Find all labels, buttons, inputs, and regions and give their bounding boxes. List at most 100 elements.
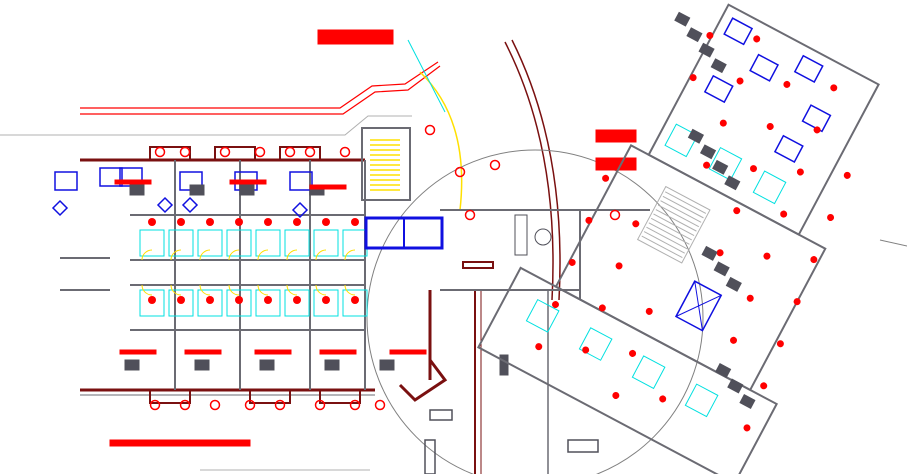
bathroom [684, 383, 719, 418]
elevator-x [675, 294, 722, 317]
equipment-block [712, 159, 729, 175]
room-tag [551, 301, 559, 309]
bathroom [342, 229, 368, 257]
equipment-block [727, 378, 744, 394]
room-tag [706, 32, 714, 40]
grid-bubble [339, 146, 351, 158]
stair-enclosure [361, 127, 411, 201]
furniture [703, 74, 734, 104]
equipment-block [687, 128, 705, 144]
bathroom [313, 229, 339, 257]
upper-block [647, 3, 880, 236]
room-tag [602, 174, 610, 182]
bathroom [226, 289, 252, 317]
room-tag [148, 296, 156, 304]
grid-bubble [149, 399, 161, 411]
bathroom [284, 229, 310, 257]
left-wing [51, 146, 427, 404]
equipment-block [724, 175, 741, 191]
room-tag [351, 296, 359, 304]
grid-bubble [349, 399, 361, 411]
room-tag [780, 210, 788, 218]
furniture [289, 171, 313, 191]
room-tag [733, 207, 741, 215]
room-tag [177, 296, 185, 304]
room-label [389, 349, 427, 355]
grid-bubble [464, 209, 476, 221]
room-tag [796, 168, 804, 176]
grid-bubble [454, 166, 466, 178]
room-tag [776, 340, 784, 348]
room-tag [730, 336, 738, 344]
room-tag [632, 220, 640, 228]
room-tag [659, 395, 667, 403]
equipment-block [701, 245, 718, 261]
bathroom [139, 289, 165, 317]
chair [291, 201, 309, 219]
grid-bubble [314, 399, 326, 411]
chair [51, 199, 69, 217]
equipment-block [699, 144, 717, 160]
bay-window [398, 359, 448, 402]
room-tag [793, 298, 801, 306]
site-lines [0, 39, 907, 474]
room-tag [736, 77, 744, 85]
room-tag [719, 119, 727, 127]
bathroom [578, 327, 613, 361]
door-swing [228, 284, 240, 296]
leader-line [407, 39, 446, 113]
bathroom [631, 355, 666, 390]
equipment-block [698, 42, 715, 58]
chair [156, 196, 174, 214]
elevator [674, 280, 723, 332]
grid-bubble [179, 146, 191, 158]
room-tag [322, 218, 330, 226]
equipment-block [725, 276, 742, 292]
door-swing [344, 284, 356, 296]
stair-tread [660, 200, 702, 223]
bench [499, 354, 509, 376]
bathroom [168, 229, 194, 257]
drawing-note [595, 129, 637, 143]
grid-bubble [609, 209, 621, 221]
furniture [801, 104, 832, 133]
room-tag [585, 216, 593, 224]
furniture [773, 134, 804, 164]
door-swing [170, 284, 182, 296]
grid-bubble [374, 399, 386, 411]
room-tag [535, 343, 543, 351]
room-tag [568, 258, 576, 266]
bathroom [139, 229, 165, 257]
lower-block [477, 266, 779, 474]
room-label [114, 179, 152, 185]
sofa [514, 214, 528, 256]
door-swing [170, 249, 182, 261]
door-swing [315, 249, 327, 261]
drawing-note [317, 29, 394, 45]
stair-tread [650, 217, 692, 241]
grid-bubble [304, 146, 316, 158]
room-tag [843, 171, 851, 179]
room-tag [783, 80, 791, 88]
stair-tread [664, 191, 707, 214]
room-tag [763, 252, 771, 260]
door-swing [286, 249, 298, 261]
door-swing [228, 249, 240, 261]
room-label [184, 349, 222, 355]
bay-window [319, 389, 361, 404]
door-swing [344, 249, 356, 261]
equipment-block [379, 359, 395, 371]
annotation-marks [149, 124, 621, 411]
grid-bubble [424, 124, 436, 136]
door-swing [141, 284, 153, 296]
plaza-circle [366, 149, 704, 474]
bathroom [664, 123, 699, 158]
grid-bubble [209, 399, 221, 411]
room-tag [743, 424, 751, 432]
room-tag [264, 296, 272, 304]
bathroom [168, 289, 194, 317]
room-label [254, 349, 292, 355]
door-swing [257, 249, 269, 261]
furniture [54, 171, 78, 191]
